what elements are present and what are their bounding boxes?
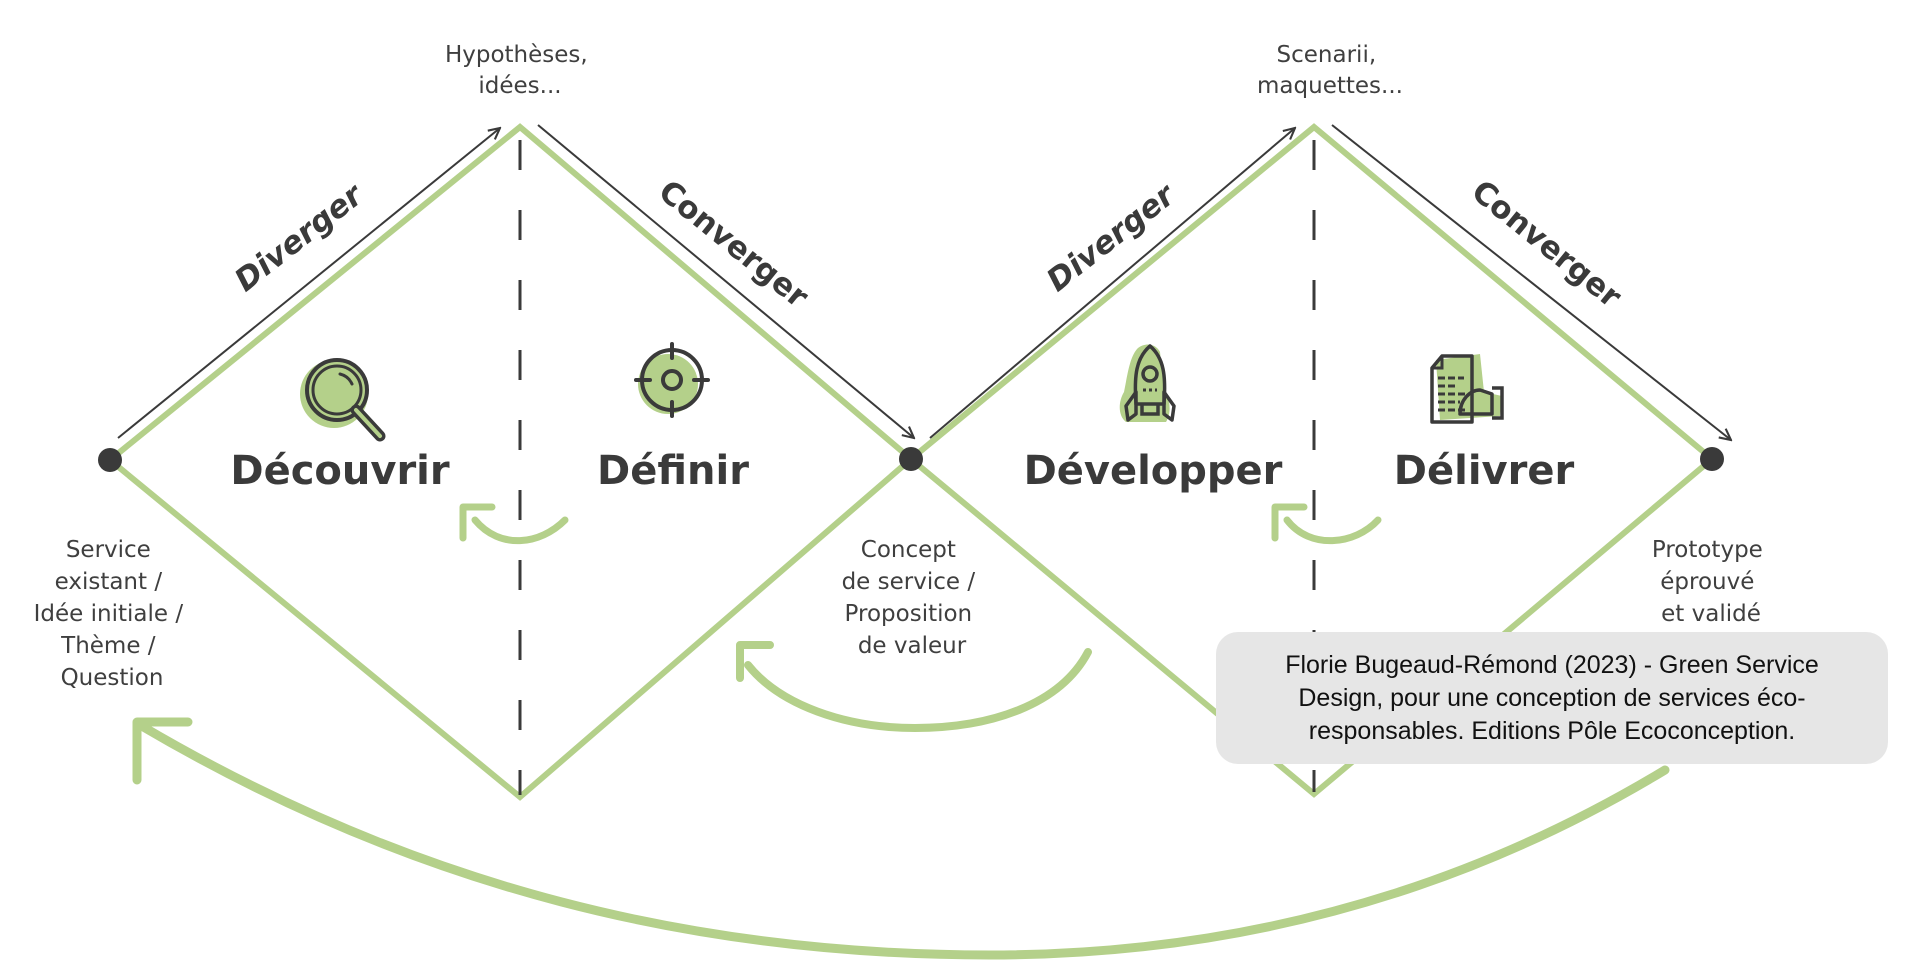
diverge-arrow-2 (929, 128, 1295, 439)
big-loop-arrow (132, 717, 1670, 960)
phase-define: Définir (597, 448, 749, 494)
converge-arrow-2 (1331, 124, 1731, 440)
rocket-icon (1119, 344, 1176, 422)
loop-arrow-define-to-discover (459, 503, 569, 545)
converge-arrow-1 (537, 124, 914, 438)
phase-develop: Développer (1024, 448, 1283, 494)
converge-label-1: Converger (652, 173, 816, 315)
magnifier-icon (300, 358, 386, 442)
target-icon (634, 342, 710, 418)
phase-deliver: Délivrer (1394, 448, 1575, 494)
milestone-dot-middle (899, 447, 923, 471)
citation-box: Florie Bugeaud-Rémond (2023) - Green Ser… (1216, 632, 1888, 764)
phase-discover: Découvrir (230, 448, 450, 494)
loop-arrow-develop-to-define (736, 641, 1092, 733)
diverge-label-1: Diverger (228, 176, 371, 299)
document-delivery-icon (1430, 354, 1504, 424)
citation-text: Florie Bugeaud-Rémond (2023) - Green Ser… (1285, 650, 1819, 745)
milestone-label-start: Service existant / Idée initiale / Thème… (34, 537, 191, 691)
milestone-label-end: Prototype éprouvé et validé (1652, 537, 1770, 627)
loop-arrow-deliver-to-develop (1271, 503, 1382, 545)
diverge-label-2: Diverger (1040, 176, 1183, 299)
milestone-dot-end (1700, 447, 1724, 471)
peak-label-1: Hypothèses, idées... (445, 42, 595, 99)
milestone-label-middle: Concept de service / Proposition de vale… (842, 537, 983, 659)
diverge-arrow-1 (117, 128, 500, 439)
peak-label-2: Scenarii, maquettes... (1257, 42, 1403, 99)
milestone-dot-start (98, 448, 122, 472)
